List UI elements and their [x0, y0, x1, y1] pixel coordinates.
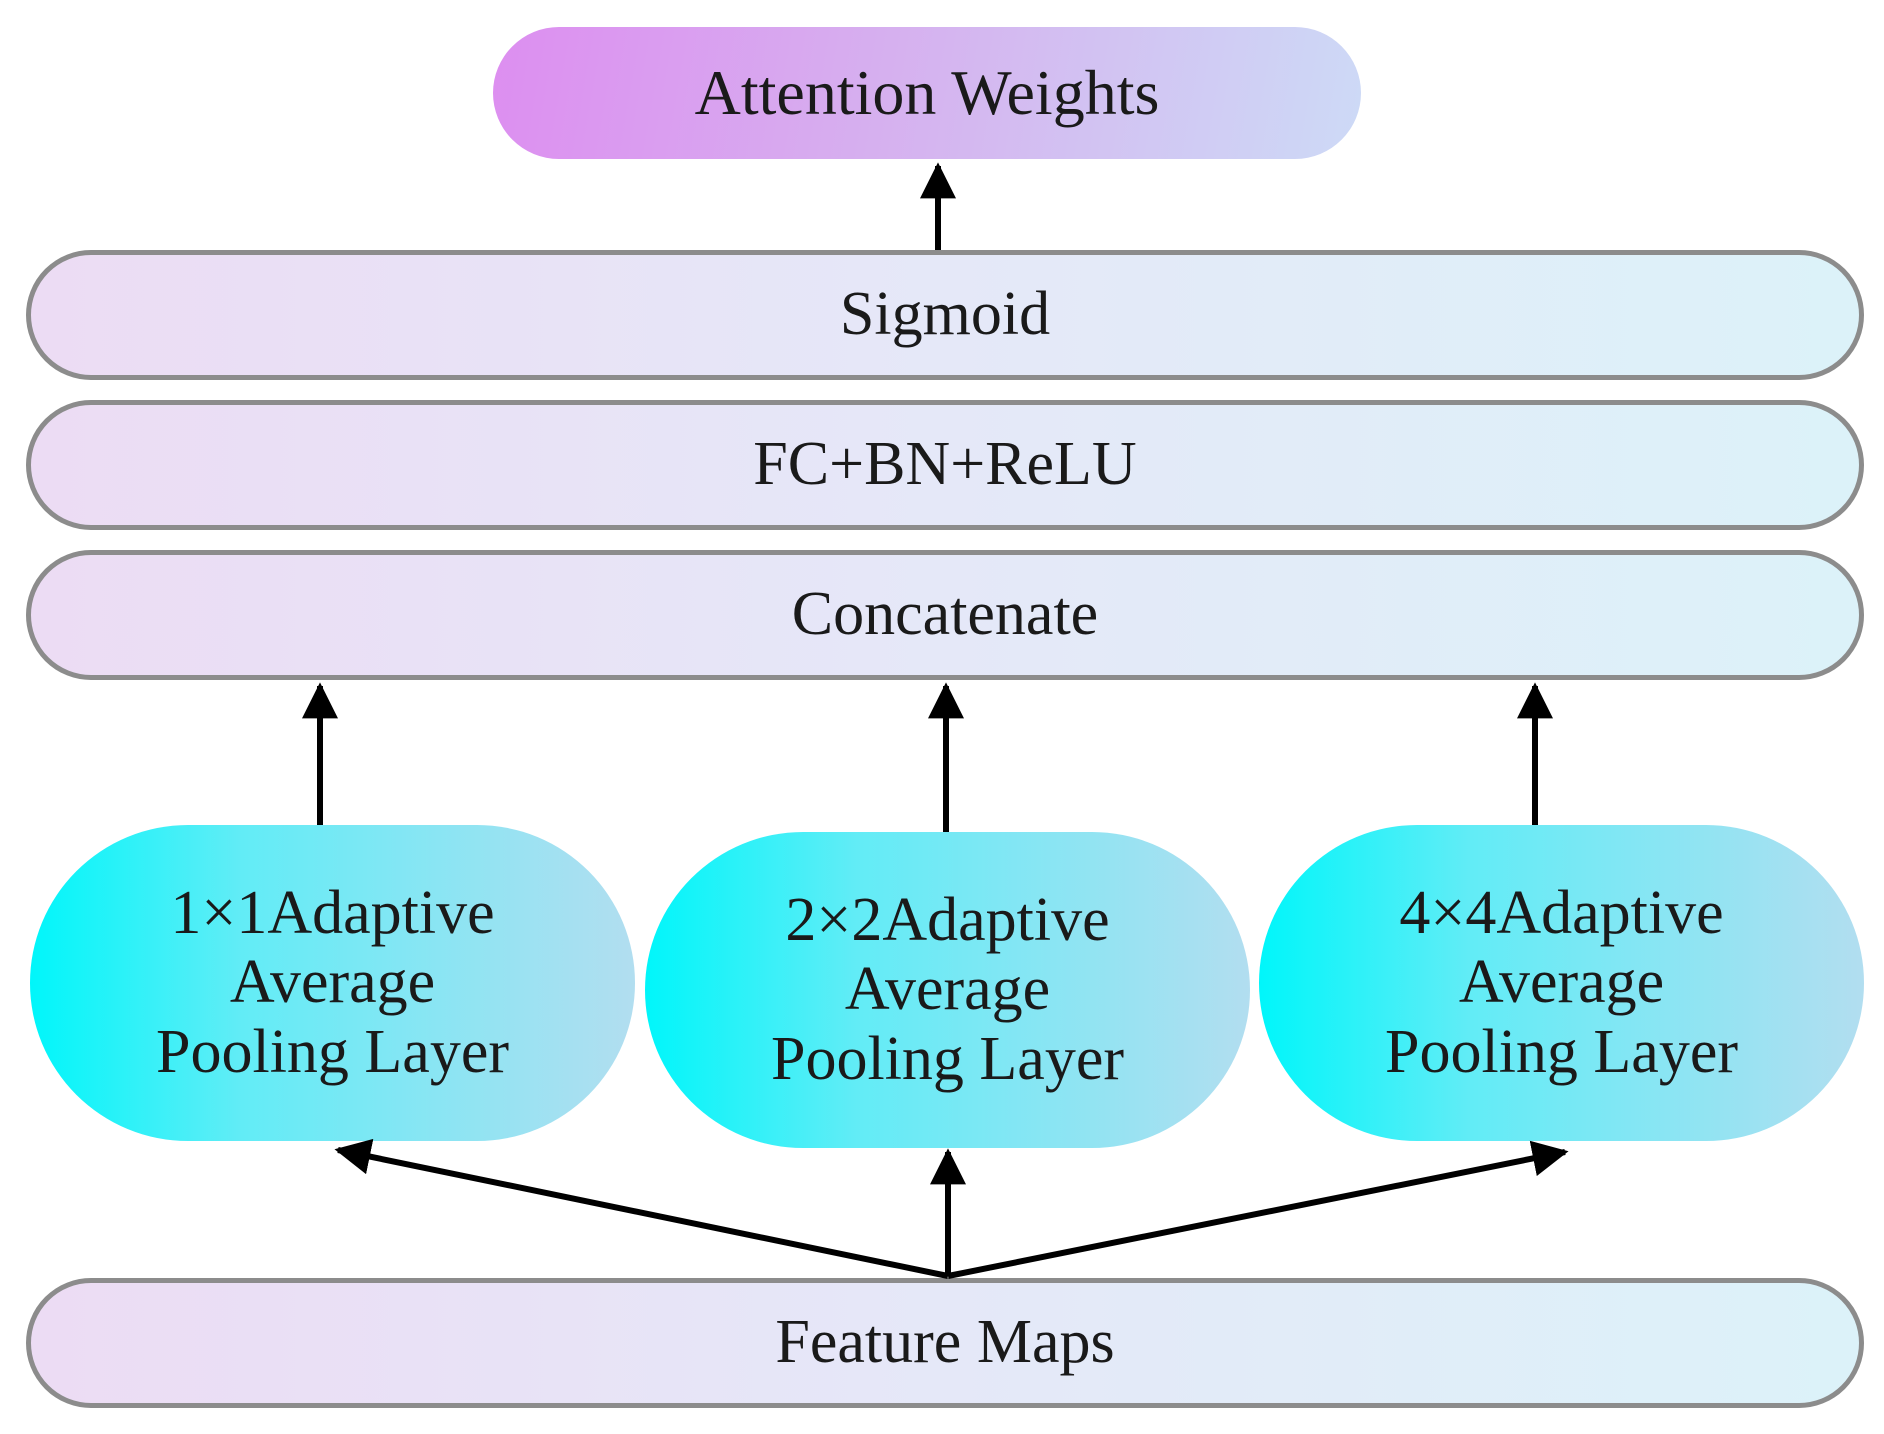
pool-2x2-line1: 2×2Adaptive [785, 885, 1110, 954]
arrow-features-to-pool3 [947, 1140, 1569, 1279]
attention-weights-node: Attention Weights [493, 27, 1361, 159]
sigmoid-label: Sigmoid [839, 280, 1051, 349]
pool-4x4-line2: Average [1458, 948, 1665, 1017]
pool-1x1-node: 1×1Adaptive Average Pooling Layer [30, 825, 635, 1141]
fc-bn-relu-layer: FC+BN+ReLU [26, 400, 1864, 530]
pool-4x4-line3: Pooling Layer [1385, 1017, 1738, 1086]
pool-4x4-line1: 4×4Adaptive [1399, 878, 1724, 947]
sigmoid-layer: Sigmoid [26, 250, 1864, 380]
pool-4x4-node: 4×4Adaptive Average Pooling Layer [1259, 825, 1864, 1141]
attention-weights-label: Attention Weights [694, 57, 1160, 129]
feature-maps-label: Feature Maps [775, 1308, 1115, 1377]
feature-maps-layer: Feature Maps [26, 1278, 1864, 1408]
pool-2x2-node: 2×2Adaptive Average Pooling Layer [645, 832, 1250, 1148]
pool-1x1-line3: Pooling Layer [156, 1017, 509, 1086]
fc-bn-relu-label: FC+BN+ReLU [753, 430, 1137, 499]
pool-2x2-line2: Average [844, 955, 1051, 1024]
concatenate-label: Concatenate [791, 580, 1099, 649]
arrow-features-to-pool1 [334, 1138, 949, 1279]
pool-1x1-line1: 1×1Adaptive [170, 878, 495, 947]
pool-2x2-line3: Pooling Layer [771, 1024, 1124, 1093]
concatenate-layer: Concatenate [26, 550, 1864, 680]
pool-1x1-line2: Average [229, 948, 436, 1017]
